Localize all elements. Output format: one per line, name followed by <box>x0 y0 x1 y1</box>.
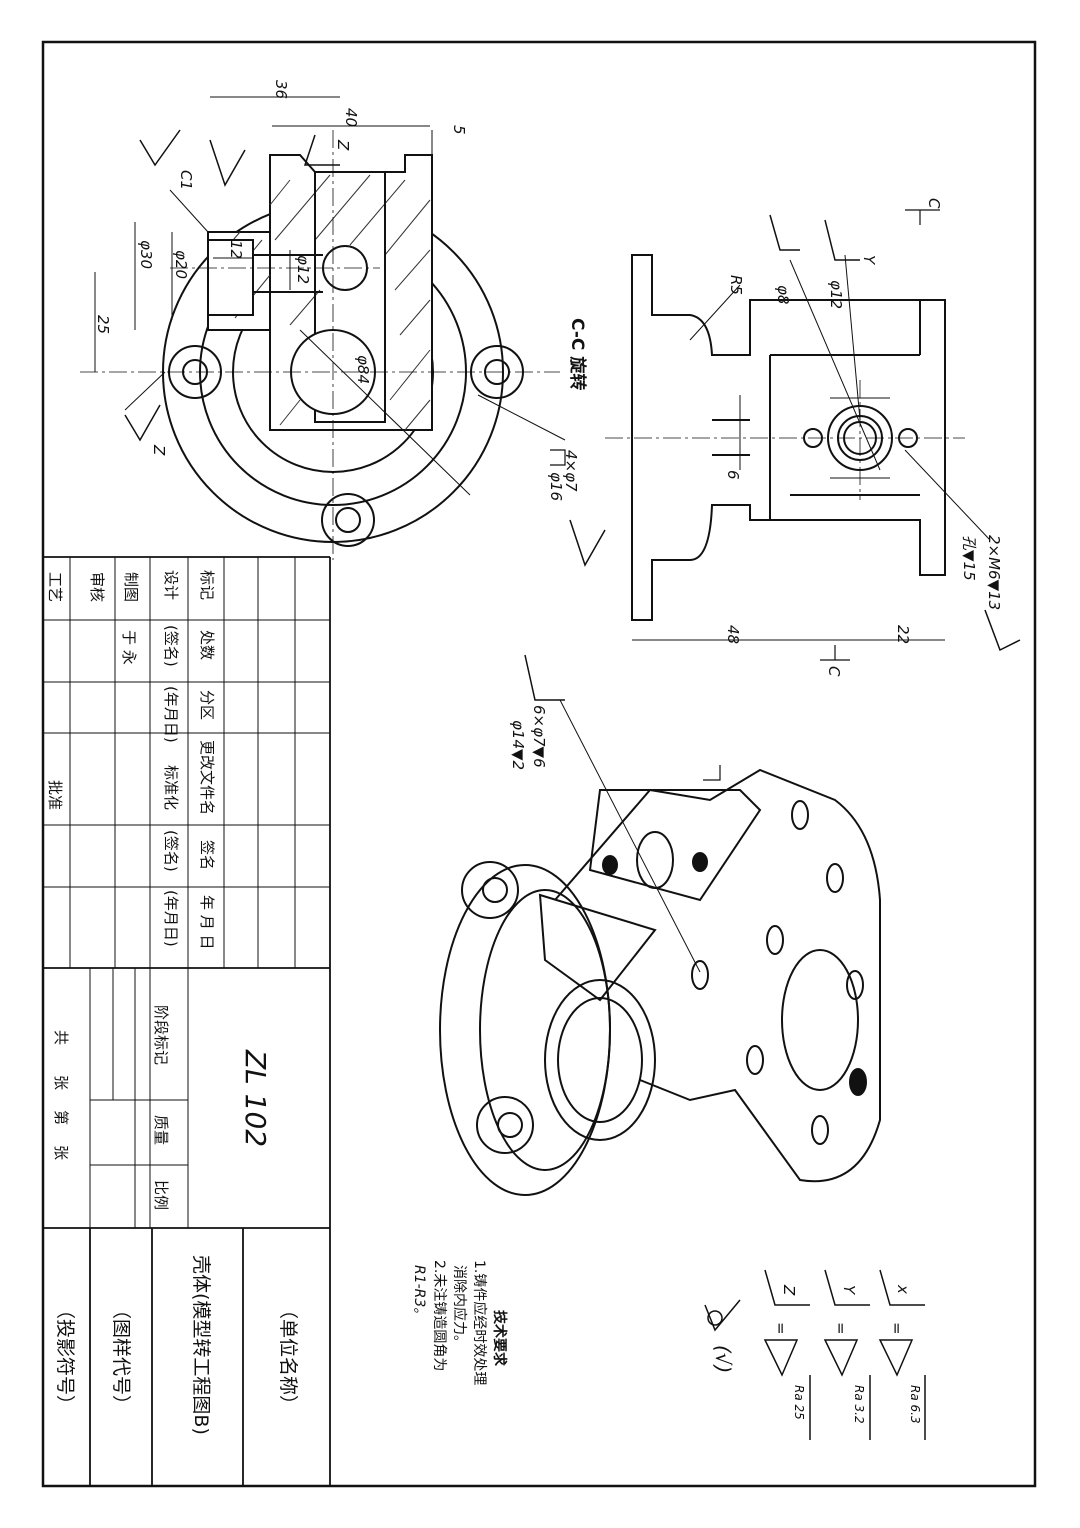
tb-qianming: 签名 <box>198 840 216 871</box>
legend-x-eq: = <box>888 1322 906 1335</box>
dim-c1: C1 <box>177 170 195 191</box>
tech-req-line2: 消除内应力。 <box>451 1265 467 1349</box>
tb-jieduan: 阶段标记 <box>152 1005 170 1066</box>
dim-phi16: φ16 <box>547 472 565 501</box>
title-block-lines <box>43 556 331 1486</box>
tb-shenhe: 审核 <box>88 572 106 603</box>
dim-phi8: φ8 <box>774 285 792 305</box>
dim-m6-b: 孔▼15 <box>960 535 978 581</box>
tb-fenqu: 分区 <box>198 690 216 721</box>
dim-phi30: φ30 <box>137 240 155 269</box>
tech-req-line3: 2.未注铸造圆角为 <box>431 1260 447 1372</box>
dim-36: 36 <box>272 80 290 100</box>
dim-z: Z <box>334 140 352 151</box>
rough-z-left: Z <box>150 445 168 456</box>
drawing-number: （图样代号） <box>110 1300 132 1415</box>
rough-y-side: Y <box>860 255 878 265</box>
tb-pizhun: 批准 <box>46 780 64 811</box>
tb-gongyi: 工艺 <box>46 572 64 603</box>
legend-z-sym: Z <box>780 1285 798 1296</box>
legend-y-val: Ra 3.2 <box>852 1385 866 1424</box>
dim-phi84: φ84 <box>354 355 372 384</box>
tb-zhang2: 张 <box>52 1145 70 1161</box>
dim-6: 6 <box>724 470 742 480</box>
tech-req-line1: 1.铸件应经时效处理 <box>471 1260 487 1386</box>
sheet-border <box>41 40 1037 1488</box>
tb-qianming3: (签名) <box>162 830 180 872</box>
dim-c-top: C <box>925 198 943 209</box>
tb-di: 第 <box>52 1110 70 1126</box>
legend-z-eq: = <box>772 1322 790 1335</box>
legend-x-sym: x <box>894 1285 912 1294</box>
legend-z-val: Ra 25 <box>792 1385 806 1420</box>
side-view <box>605 214 1021 652</box>
dim-5: 5 <box>450 125 468 135</box>
tb-sheji: 设计 <box>162 570 180 601</box>
tech-req-title: 技术要求 <box>491 1310 507 1366</box>
dim-phi14: φ14▼2 <box>509 720 527 771</box>
dim-48: 48 <box>724 625 742 645</box>
dim-r5: R5 <box>727 275 745 295</box>
section-label: C-C 旋转 <box>567 318 587 391</box>
part-name: 壳体(模型转工程图B) <box>190 1255 212 1435</box>
legend-y-sym: Y <box>840 1285 858 1295</box>
tb-qianming2: (签名) <box>162 625 180 667</box>
dim-25: 25 <box>94 315 112 335</box>
tb-gong: 共 <box>52 1030 70 1046</box>
legend-x-val: Ra 6.3 <box>908 1385 922 1424</box>
drawing-code: ZL 102 <box>239 1050 272 1148</box>
tb-chushu: 处数 <box>198 630 216 661</box>
projection-symbol: （投影符号） <box>54 1300 76 1415</box>
tb-zhitu: 制图 <box>122 572 140 603</box>
tb-zhiliang: 质量 <box>152 1115 170 1146</box>
tb-nianyueri3: (年月日) <box>162 890 180 947</box>
tb-bili: 比例 <box>152 1180 170 1211</box>
isometric-view <box>439 654 881 1196</box>
dim-m6-a: 2×M6▼13 <box>985 535 1003 611</box>
legend-y-eq: = <box>832 1322 850 1335</box>
tech-req-line4: R1-R3。 <box>411 1265 427 1322</box>
tb-nianyueri2: (年月日) <box>162 686 180 743</box>
dim-22: 22 <box>894 625 912 645</box>
tb-zhang1: 张 <box>52 1075 70 1091</box>
dim-12: 12 <box>227 240 245 260</box>
dim-holes-6x7: 6×φ7▼6 <box>530 705 548 768</box>
tb-genggai: 更改文件名 <box>198 740 216 816</box>
tb-biaoji: 标记 <box>198 570 216 601</box>
dim-c-bottom: C <box>825 666 843 677</box>
roughness-legend-symbols <box>704 1269 926 1440</box>
tb-designer: 于 永 <box>120 630 138 665</box>
dim-phi12-side: φ12 <box>827 280 845 309</box>
dim-phi12: φ12 <box>294 255 312 284</box>
section-view-cc <box>80 96 940 781</box>
dim-phi20: φ20 <box>172 250 190 279</box>
legend-other: (√) <box>711 1345 735 1374</box>
company-name: （单位名称） <box>277 1300 299 1415</box>
tb-nianyueri: 年 月 日 <box>198 895 216 950</box>
tb-biaozhunhua: 标准化 <box>162 765 180 811</box>
dim-40: 40 <box>342 108 360 128</box>
